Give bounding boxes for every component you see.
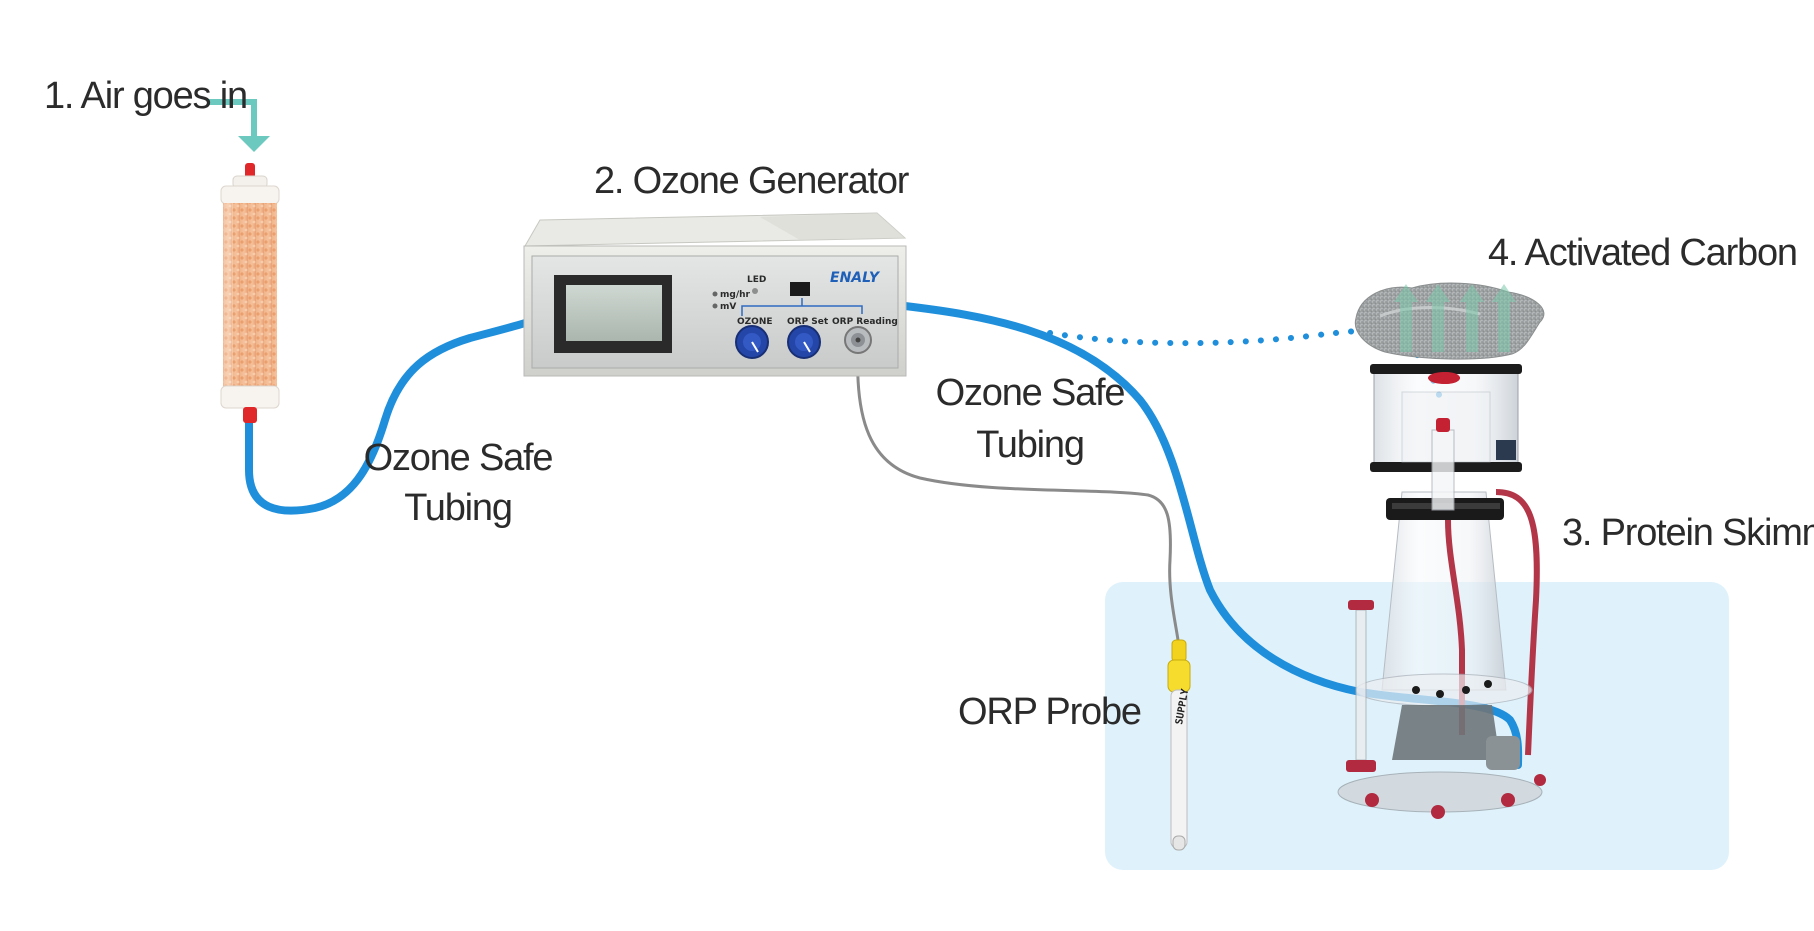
generator-brand: ENALY [830, 270, 881, 286]
knob-ozone-label: OZONE [737, 317, 773, 327]
knob-orp-reading-label: ORP Reading [832, 317, 898, 327]
orp-reading-connector [844, 326, 872, 354]
label-tubing-left-line1: Ozone Safe [364, 437, 553, 479]
orp-probe: SUPPLY [1167, 639, 1191, 851]
unit-mg-label: mg/hr [720, 290, 751, 300]
orp-probe-cable [856, 347, 1180, 641]
air-outflow-arrows [1394, 284, 1516, 352]
ozone-generator: mg/hr mV LED ENALY OZONE ORP Set ORP Rea… [523, 212, 907, 377]
label-air-goes-in: 1. Air goes in [44, 75, 247, 117]
label-activated-carbon: 4. Activated Carbon [1488, 232, 1797, 274]
protein-skimmer [1337, 364, 1546, 819]
label-orp-probe: ORP Probe [958, 691, 1141, 733]
label-protein-skimmer: 3. Protein Skimmer [1562, 512, 1814, 554]
label-tubing-left-line2: Tubing [404, 487, 512, 529]
mode-switch[interactable] [790, 282, 810, 296]
ozone-knob[interactable] [735, 325, 769, 359]
label-ozone-generator: 2. Ozone Generator [594, 160, 910, 202]
knob-orp-set-label: ORP Set [787, 317, 829, 327]
unit-mv-label: mV [720, 302, 736, 312]
led-label: LED [747, 275, 766, 285]
air-inlet-arrow [207, 99, 270, 152]
label-tubing-right-line1: Ozone Safe [936, 372, 1125, 414]
ozone-tubing-left [245, 318, 532, 515]
label-tubing-right-line2: Tubing [976, 424, 1084, 466]
ozone-tubing-right [901, 302, 1523, 769]
orp-set-knob[interactable] [787, 325, 821, 359]
air-dryer-canister [220, 163, 280, 423]
skimmer-badge [1496, 440, 1516, 460]
ozone-flow-dotted-path [1047, 327, 1443, 401]
